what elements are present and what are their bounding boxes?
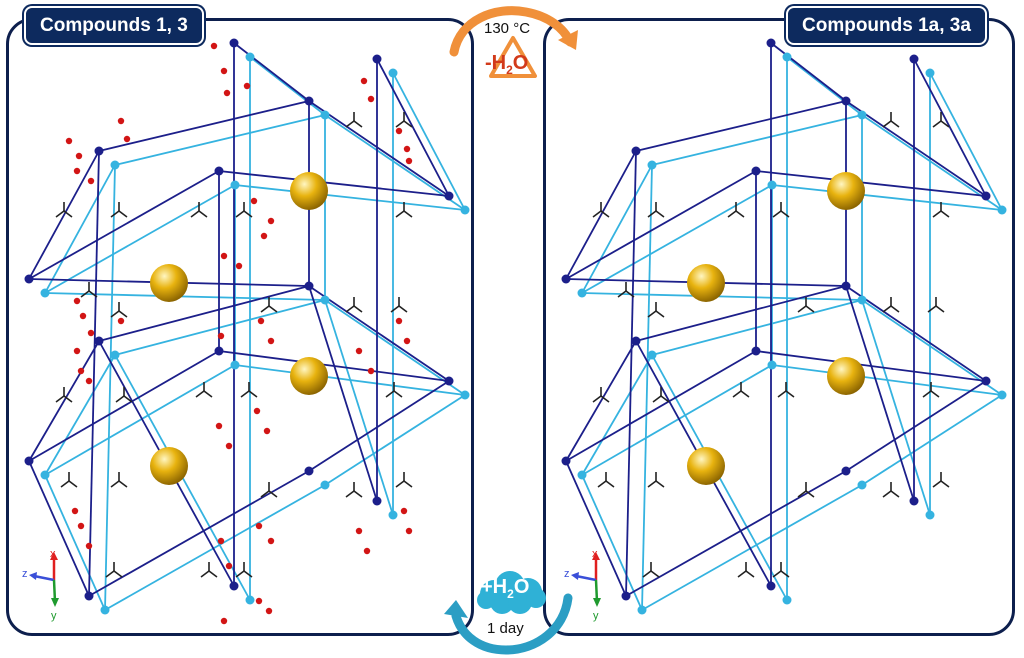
ligand-23: [737, 562, 755, 578]
ligand-14: [732, 382, 750, 398]
ligand-23: [200, 562, 218, 578]
ligand-0: [55, 202, 73, 218]
ligand-1: [110, 202, 128, 218]
ligand-5: [932, 112, 950, 128]
hydration-label: +H2O: [481, 576, 530, 601]
metal-nodes: [561, 38, 1007, 615]
ligand-8: [647, 302, 665, 318]
metal-nodes: [24, 38, 470, 615]
ligand-5: [395, 112, 413, 128]
ligand-10: [345, 297, 363, 313]
guest-sphere-3: [150, 447, 188, 485]
ligand-13: [652, 387, 670, 403]
ligand-21: [932, 472, 950, 488]
ligand-12: [55, 387, 73, 403]
ligand-22: [642, 562, 660, 578]
light-net-edges: [581, 56, 1003, 611]
ligand-12: [592, 387, 610, 403]
guest-sphere-3: [687, 447, 725, 485]
axis-triad-icon: [29, 552, 59, 607]
ligand-18: [110, 472, 128, 488]
ligand-2: [727, 202, 745, 218]
ligand-17: [597, 472, 615, 488]
ligand-9: [260, 297, 278, 313]
dark-net-edges: [28, 42, 450, 597]
guest-sphere-2: [290, 357, 328, 395]
ligand-6: [932, 202, 950, 218]
flask-triangle-icon: [489, 36, 537, 78]
ligand-16: [922, 382, 940, 398]
ligand-4: [882, 112, 900, 128]
ligand-14: [195, 382, 213, 398]
panel-compounds-1-3: [6, 18, 474, 636]
panel-compounds-1a-3a: [543, 18, 1015, 636]
axis-z-label-right: z: [564, 568, 570, 580]
ligand-7: [80, 282, 98, 298]
heating-arrow-icon: [449, 6, 578, 57]
ligand-6: [395, 202, 413, 218]
dark-net-edges: [565, 42, 987, 597]
axis-y-label-left: y: [51, 610, 57, 622]
ligand-3: [772, 202, 790, 218]
ligand-16: [385, 382, 403, 398]
ligand-20: [882, 482, 900, 498]
guest-sphere-1: [687, 264, 725, 302]
axis-x-label-right: x: [592, 548, 598, 560]
ligand-8: [110, 302, 128, 318]
water-cloud-icon: [477, 571, 546, 614]
ligand-24: [772, 562, 790, 578]
ligand-21: [395, 472, 413, 488]
dehydration-label: -H2O: [485, 52, 529, 77]
ligand-18: [647, 472, 665, 488]
axis-triad-icon: [571, 552, 601, 607]
axis-z-label-left: z: [22, 568, 28, 580]
ligand-20: [345, 482, 363, 498]
ligand-1: [647, 202, 665, 218]
ligand-17: [60, 472, 78, 488]
ligand-19: [260, 482, 278, 498]
guest-sphere-2: [827, 357, 865, 395]
ligand-2: [190, 202, 208, 218]
ligand-19: [797, 482, 815, 498]
ligand-11: [927, 297, 945, 313]
ligand-0: [592, 202, 610, 218]
ligand-22: [105, 562, 123, 578]
title-badge-right: Compounds 1a, 3a: [786, 6, 987, 45]
water-molecules: [65, 42, 413, 625]
axis-x-label-left: x: [50, 548, 56, 560]
ligand-3: [235, 202, 253, 218]
hydration-arrow-icon: [444, 593, 573, 655]
framework-network-dehydrated: [561, 38, 1007, 615]
guest-sphere-0: [827, 172, 865, 210]
ligand-15: [777, 382, 795, 398]
hydration-duration: 1 day: [487, 620, 524, 637]
heating-temperature: 130 °C: [484, 20, 531, 37]
light-net-edges: [44, 56, 466, 611]
ligand-24: [235, 562, 253, 578]
ligand-11: [390, 297, 408, 313]
ligand-4: [345, 112, 363, 128]
ligand-13: [115, 387, 133, 403]
ligand-15: [240, 382, 258, 398]
ligand-9: [797, 297, 815, 313]
framework-network-hydrated: [24, 38, 470, 625]
ligand-10: [882, 297, 900, 313]
axis-y-label-right: y: [593, 610, 599, 622]
guest-sphere-0: [290, 172, 328, 210]
guest-sphere-1: [150, 264, 188, 302]
ligand-7: [617, 282, 635, 298]
title-badge-left: Compounds 1, 3: [24, 6, 204, 45]
